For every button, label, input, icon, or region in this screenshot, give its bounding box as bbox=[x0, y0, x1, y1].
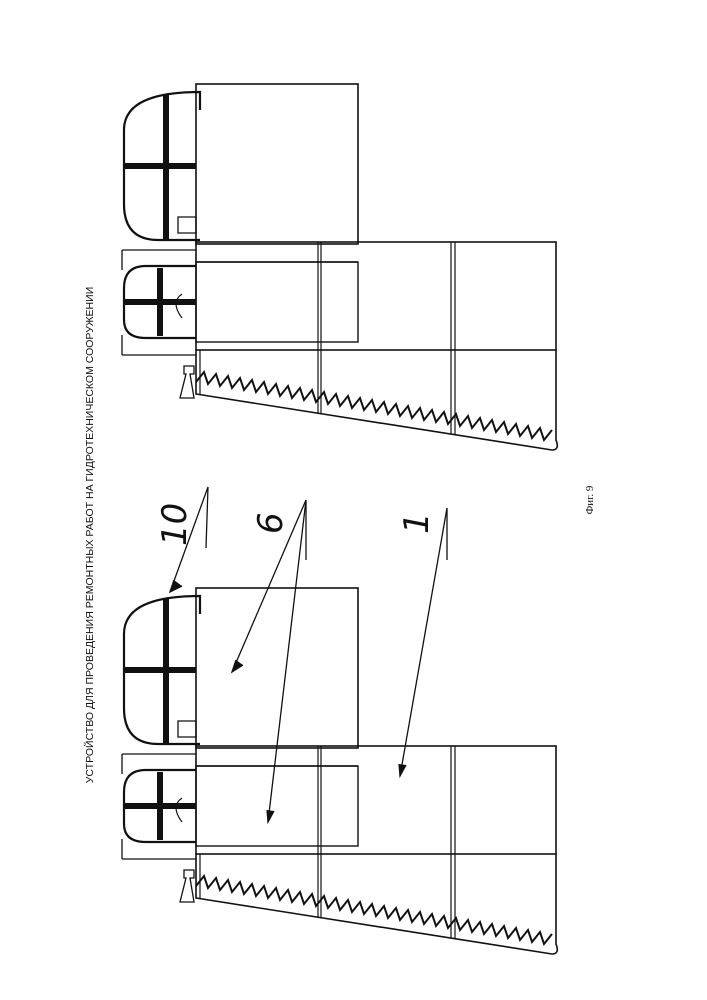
leader-lines bbox=[170, 487, 447, 822]
callout-6: 6 bbox=[251, 512, 291, 534]
upper-unit-drawing bbox=[122, 84, 557, 450]
callout-1: 1 bbox=[397, 512, 437, 534]
callout-10: 10 bbox=[155, 503, 195, 546]
lower-unit-drawing bbox=[122, 588, 557, 954]
